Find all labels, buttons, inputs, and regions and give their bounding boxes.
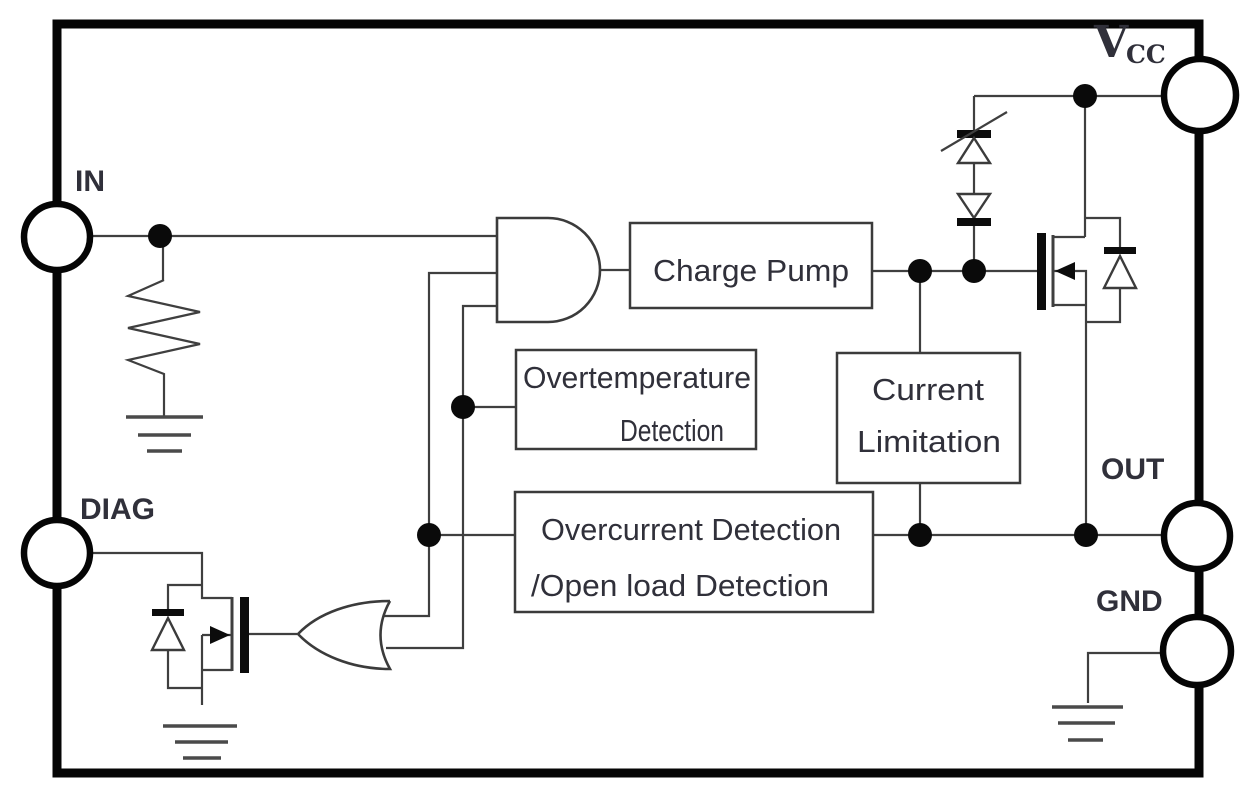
vcc-pin-label-subscript: CC [1126,40,1166,69]
power-mosfet-icon [1037,233,1075,310]
charge-pump-label: Charge Pump [653,253,849,288]
junction-dot [1074,523,1098,547]
power-mosfet-gate-bar [1037,233,1046,310]
pin-vcc: V CC [1093,17,1240,135]
diag-pin-circle [20,516,94,590]
junction-dot [908,259,932,283]
wire-drain-to-diode [1085,216,1122,247]
junction-dot [908,523,932,547]
current-limitation-label-line2: Limitation [857,424,1001,459]
ground-icon-resistor [126,415,203,453]
body-diode-icon [1102,247,1138,290]
or-gate-icon [296,599,393,671]
overtemperature-block: Overtemperature Detection [514,348,758,451]
zener-diode-icon [955,192,993,226]
wire-diag-diode-bottom [166,649,202,690]
diag-pin-label: DIAG [80,493,155,526]
junction-dot [962,259,986,283]
pulldown-resistor-icon [124,278,201,416]
gnd-pin-label: GND [1096,585,1163,618]
overtemperature-label-line1: Overtemperature [523,360,751,395]
junction-dot [148,224,172,248]
power-mosfet-arrow [1055,262,1075,280]
ground-icon-diag [163,724,237,760]
and-gate-icon [495,216,602,324]
zener-clamp-diode-icon [940,111,1008,165]
wire-diag-diode-top [166,583,202,610]
vcc-pin-label: V [1093,17,1129,68]
overtemperature-label-line2: Detection [620,413,724,448]
diag-body-diode-icon [150,609,186,652]
pin-gnd: GND [1096,585,1235,689]
current-limitation-block: Current Limitation [835,351,1022,485]
junction-dot [417,523,441,547]
ground-icon-gnd-pin [1052,705,1123,742]
vcc-pin-circle [1160,55,1240,135]
gnd-pin-circle [1159,613,1235,689]
wire-overtemp-to-and-or [386,304,497,650]
charge-pump-block: Charge Pump [628,221,874,310]
wire-diode-to-source [1086,288,1122,324]
ic-package-outline [52,19,1204,778]
wire-gnd-pin [1086,651,1164,703]
pin-in: IN [20,165,105,274]
overcurrent-block: Overcurrent Detection /Open load Detecti… [513,490,875,614]
diag-mosfet-gate-bar [240,597,249,673]
out-pin-label: OUT [1101,453,1164,486]
in-pin-label: IN [75,165,105,198]
out-pin-circle [1160,499,1234,573]
overcurrent-label-line2: /Open load Detection [531,568,829,603]
wire-overcurrent-to-and-or [384,271,497,618]
pin-diag: DIAG [20,493,155,590]
junction-dot [451,395,475,419]
overcurrent-label-line1: Overcurrent Detection [541,512,841,547]
junction-dot [1073,84,1097,108]
pin-out: OUT [1101,453,1234,573]
diag-mosfet-arrow [210,626,230,644]
diag-mosfet-icon [210,597,249,673]
current-limitation-label-line1: Current [872,372,984,407]
in-pin-circle [20,200,94,274]
wire-diag-to-mosfet [91,551,232,600]
junction-dots [148,84,1098,547]
